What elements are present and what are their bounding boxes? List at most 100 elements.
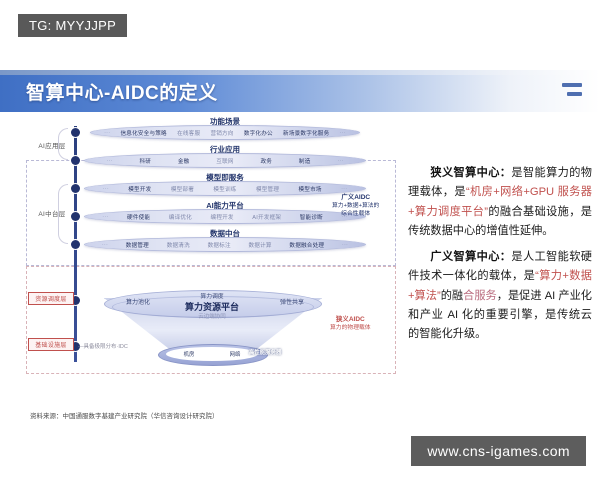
row-item: 模型训练 [213,186,237,193]
row-ellipse: ··· 模型开发 模型部署 模型训练 模型管理 模型市场 ··· [84,181,366,196]
funnel-left-label: 算力池化 [126,300,151,306]
layer-row-ai-capability-platform: AI能力平台 ··· 硬件使能 编译优化 编程开发 AI开发框架 智能诊断 ··… [84,201,366,224]
row-caption: 功能场景 [210,117,240,126]
row-item: 编译优化 [168,214,192,221]
layer-row-data-middle-platform: 数据中台 ··· 数据管理 数据清洗 数据标注 数据计算 数据融合处理 ··· [84,229,366,252]
funnel-main-label: 算力资源平台 [184,302,239,312]
funnel-sub-label: 云边端协同 [198,314,226,320]
spine-node [71,240,80,249]
funnel-top-label: 算力调度 [200,294,224,300]
row-ellipse: ··· 硬件使能 编译优化 编程开发 AI开发框架 智能诊断 ··· [84,209,366,224]
page-title: 智算中心-AIDC的定义 [26,82,218,104]
row-item: 模型开发 [128,186,152,193]
definition-text-panel: 狭义智算中心：是智能算力的物理载体，是“机房+网络+GPU 服务器+算力调度平台… [408,164,592,351]
paragraph-broad-definition: 广义智算中心：是人工智能软硬件技术一体化的载体，是“算力+数据+算法”的融合服务… [408,248,592,344]
row-item: 在线客服 [177,130,201,137]
row-ellipse: ··· 科研 金融 互联网 政务 制造 ··· [84,153,366,168]
row-caption: AI能力平台 [206,201,244,210]
aidc-architecture-diagram: AI应用层 AI中台层 资源调度层 基础设施层 功能场景 ··· 信息化安全与策… [12,114,404,420]
paragraph-narrow-definition: 狭义智算中心：是智能算力的物理载体，是“机房+网络+GPU 服务器+算力调度平台… [408,164,592,241]
spine-node [71,212,80,221]
annotation-narrow-aidc: 狭义AIDC 算力的物理载体 [330,316,371,333]
row-item: 数据管理 [125,242,149,249]
row-item: AI开发框架 [252,214,282,221]
funnel-labels: 算力调度 算力池化 算力资源平台 弹性共享 云边端协同 [104,290,320,320]
annotation-broad-aidc: 广义AIDC 算力+数据+算法的 综合性载体 [332,194,379,218]
spine-node [71,128,80,137]
funnel-base-item: 网络 [229,352,241,358]
funnel-base-highlight: 高性能服务器 [249,350,282,356]
broad-text-c: ，是促进 AI 产业化和产业 AI 化的重要引擎，是传统云的智能化升级。 [408,289,592,341]
source-note: 资料来源：中国通服数字基建产业研究院（华信咨询设计研究院） [30,413,219,420]
row-item: 数字化办公 [243,130,273,137]
layer-label-middle: AI中台层 [38,211,66,218]
row-item: ··· [104,129,111,136]
row-item: 模型部署 [170,186,195,193]
narrow-text-b: 的融合基础设施，是传统数据中心的增值性延伸。 [408,205,592,237]
tg-badge: TG: MYYJJPP [18,14,128,37]
layer-row-industry-application: 行业应用 ··· 科研 金融 互联网 政务 制造 ··· [84,145,366,168]
narrow-text-a: 是智能算力的物理载体，是 [408,167,592,199]
row-caption: 行业应用 [210,145,240,154]
term-narrow: 狭义智算中心： [430,167,512,179]
row-item: ··· [101,241,109,248]
annotation-body: 算力的物理载体 [330,324,371,331]
broad-highlight-2: 合服务 [463,289,497,302]
spine-node [71,342,80,351]
equals-icon [562,83,582,96]
row-item: 硬件使能 [127,214,151,221]
idc-note: —具备极限分布·IDC [78,344,128,350]
layer-row-function-scene: 功能场景 ··· 信息化安全与策略 在线客服 营销方向 数字化办公 新场景数字化… [90,117,360,140]
slide-body: AI应用层 AI中台层 资源调度层 基础设施层 功能场景 ··· 信息化安全与策… [0,112,600,425]
funnel-base-item: 机房 [183,352,195,358]
spine-node [71,296,80,305]
row-item: 金融 [177,158,190,165]
annotation-head: 狭义AIDC [335,316,365,323]
row-item: 数据融合处理 [289,242,325,249]
annotation-head: 广义AIDC [341,194,371,201]
row-item: 数据标注 [207,242,231,249]
row-item: ··· [339,129,346,136]
funnel-base-items: 机房 网络 [166,347,258,361]
compute-resource-funnel: 算力调度 算力池化 算力资源平台 弹性共享 云边端协同 机房 网络 高性能服务器 [104,290,322,368]
row-item: 营销方向 [210,130,234,137]
row-caption: 数据中台 [210,229,240,238]
row-item: ··· [106,157,113,164]
row-item: ··· [341,185,348,192]
layer-row-model-as-a-service: 模型即服务 ··· 模型开发 模型部署 模型训练 模型管理 模型市场 ··· [84,173,366,196]
row-item: ··· [102,185,109,192]
slide-title-bar: 智算中心-AIDC的定义 [0,70,600,112]
spine-node [71,156,80,165]
row-item: 政务 [260,158,273,165]
funnel-right-label: 弹性共享 [279,300,304,306]
row-item: 编程开发 [210,214,234,221]
row-item: 信息化安全与策略 [120,130,167,137]
broad-highlight: “算力+数据+算法” [408,270,592,302]
row-item: ··· [102,213,109,220]
row-item: 智能诊断 [299,214,323,221]
term-broad: 广义智算中心： [430,251,512,264]
row-ellipse: ··· 数据管理 数据清洗 数据标注 数据计算 数据融合处理 ··· [84,237,366,252]
narrow-highlight: “机房+网络+GPU 服务器+算力调度平台” [408,186,592,218]
row-item: 数据清洗 [166,242,190,249]
layer-label-infrastructure: 基础设施层 [28,338,74,351]
slide-container: 智算中心-AIDC的定义 AI应用层 AI中台层 资源调度层 基础设施层 功能场… [0,70,600,425]
row-item: 模型管理 [255,186,280,193]
infrastructure-layer-boundary [26,266,396,374]
broad-text-a: 是人工智能软硬件技术一体化的载体，是 [408,251,592,283]
layer-label-scheduling: 资源调度层 [28,292,74,305]
annotation-body: 算力+数据+算法的 综合性载体 [332,202,380,217]
row-ellipse: ··· 信息化安全与策略 在线客服 营销方向 数字化办公 新场景数字化服务 ··… [90,125,360,140]
broad-text-b: 的融 [440,289,464,302]
row-item: ··· [341,213,348,220]
row-item: 数据计算 [248,242,272,249]
row-item: 模型市场 [298,186,322,193]
layer-label-application: AI应用层 [38,143,66,150]
row-item: ··· [337,157,344,164]
row-item: 新场景数字化服务 [283,130,330,137]
row-item: 制造 [298,158,311,165]
funnel-top-inner-ring [112,296,314,318]
row-item: 互联网 [216,158,234,165]
row-item: 科研 [139,158,152,165]
site-watermark: www.cns-igames.com [411,436,586,466]
